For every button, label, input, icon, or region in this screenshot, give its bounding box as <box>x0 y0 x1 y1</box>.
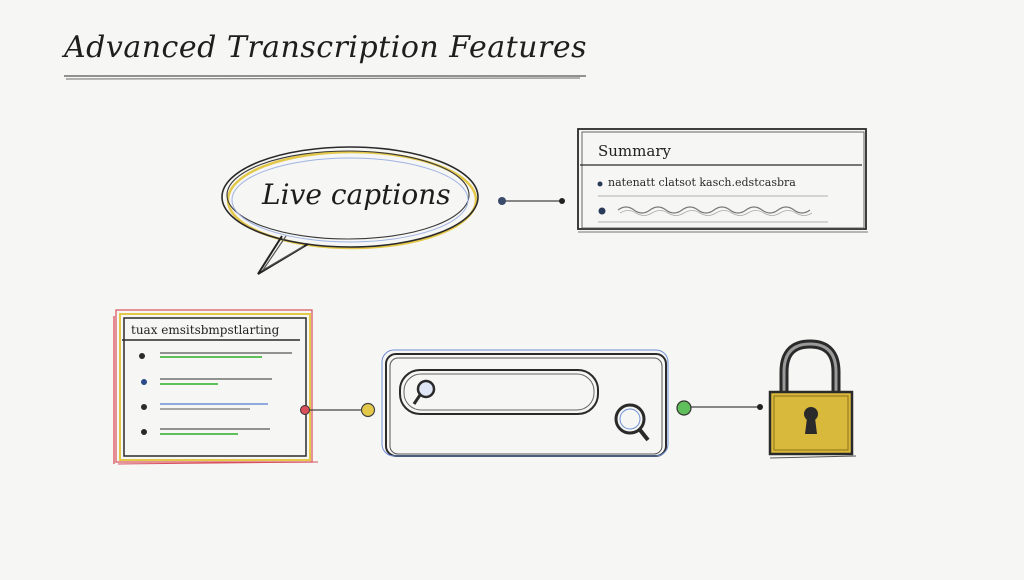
search-input-magnifier-icon <box>412 379 436 405</box>
connector-list-search <box>300 402 376 418</box>
title-underline <box>64 75 586 80</box>
summary-scribble-line <box>617 206 811 214</box>
magnifier-icon[interactable] <box>614 403 650 442</box>
search-panel <box>381 349 669 457</box>
list-panel <box>113 309 319 465</box>
live-captions-bubble <box>221 146 479 275</box>
list-rows <box>139 352 292 435</box>
connector-bubble-summary <box>498 197 565 205</box>
summary-card <box>577 128 868 233</box>
summary-heading: Summary <box>598 142 671 160</box>
page-title: Advanced Transcription Features <box>64 30 587 65</box>
live-captions-label: Live captions <box>262 178 451 211</box>
summary-text-line: natenatt clatsot kasch.edstcasbra <box>608 176 796 189</box>
summary-bullets <box>597 181 813 216</box>
padlock-icon <box>768 339 857 459</box>
connector-search-lock <box>676 400 763 416</box>
search-input[interactable] <box>399 369 599 415</box>
list-panel-heading: tuax emsitsbmpstlarting <box>131 323 280 337</box>
